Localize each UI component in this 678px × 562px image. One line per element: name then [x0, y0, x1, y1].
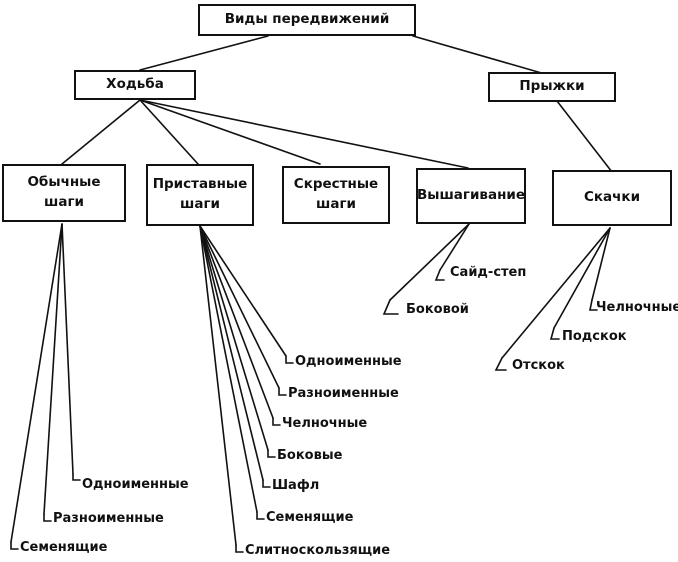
side-leaf-6: Семенящие	[266, 510, 354, 525]
stepping-leaf-lines	[382, 223, 470, 315]
cross-steps-box: Скрестные шаги	[282, 166, 390, 224]
ordinary-leaf-lines	[10, 223, 81, 550]
side-steps-box: Приставные шаги	[146, 164, 254, 226]
walking-box: Ходьба	[74, 70, 196, 100]
edge-walking-cross	[139, 99, 321, 165]
stepping-box: Вышагивание	[416, 168, 526, 224]
gallop-leaf-1: Челночные	[596, 300, 678, 315]
edge-root-walking	[139, 35, 269, 71]
jumps-box: Прыжки	[488, 72, 616, 102]
gallop-box: Скачки	[552, 170, 672, 226]
side-leaf-lines	[199, 225, 294, 553]
gallop-leaf-lines	[494, 227, 611, 371]
ordinary-leaf-2: Разноименные	[53, 511, 164, 526]
edge-walking-ordinary	[61, 99, 141, 165]
root-box: Виды передвижений	[198, 4, 416, 36]
ordinary-leaf-3: Семенящие	[20, 540, 108, 555]
side-leaf-4: Боковые	[277, 448, 343, 463]
side-leaf-5: Шафл	[272, 478, 320, 493]
stepping-leaf-2: Боковой	[406, 302, 469, 317]
edge-root-jumps	[412, 35, 546, 75]
gallop-leaf-2: Подскок	[562, 329, 627, 344]
edge-jumps-gallop	[556, 100, 613, 173]
side-leaf-3: Челночные	[282, 416, 368, 431]
side-leaf-2: Разноименные	[288, 386, 399, 401]
ordinary-steps-box: Обычные шаги	[2, 164, 126, 222]
side-leaf-7: Слитноскользящие	[245, 543, 391, 558]
edge-walking-side	[139, 99, 199, 165]
gallop-leaf-3: Отскок	[512, 358, 565, 373]
side-leaf-1: Одноименные	[295, 354, 402, 369]
stepping-leaf-1: Сайд-степ	[450, 265, 527, 280]
edge-walking-stepping	[139, 99, 469, 169]
ordinary-leaf-1: Одноименные	[82, 477, 189, 492]
